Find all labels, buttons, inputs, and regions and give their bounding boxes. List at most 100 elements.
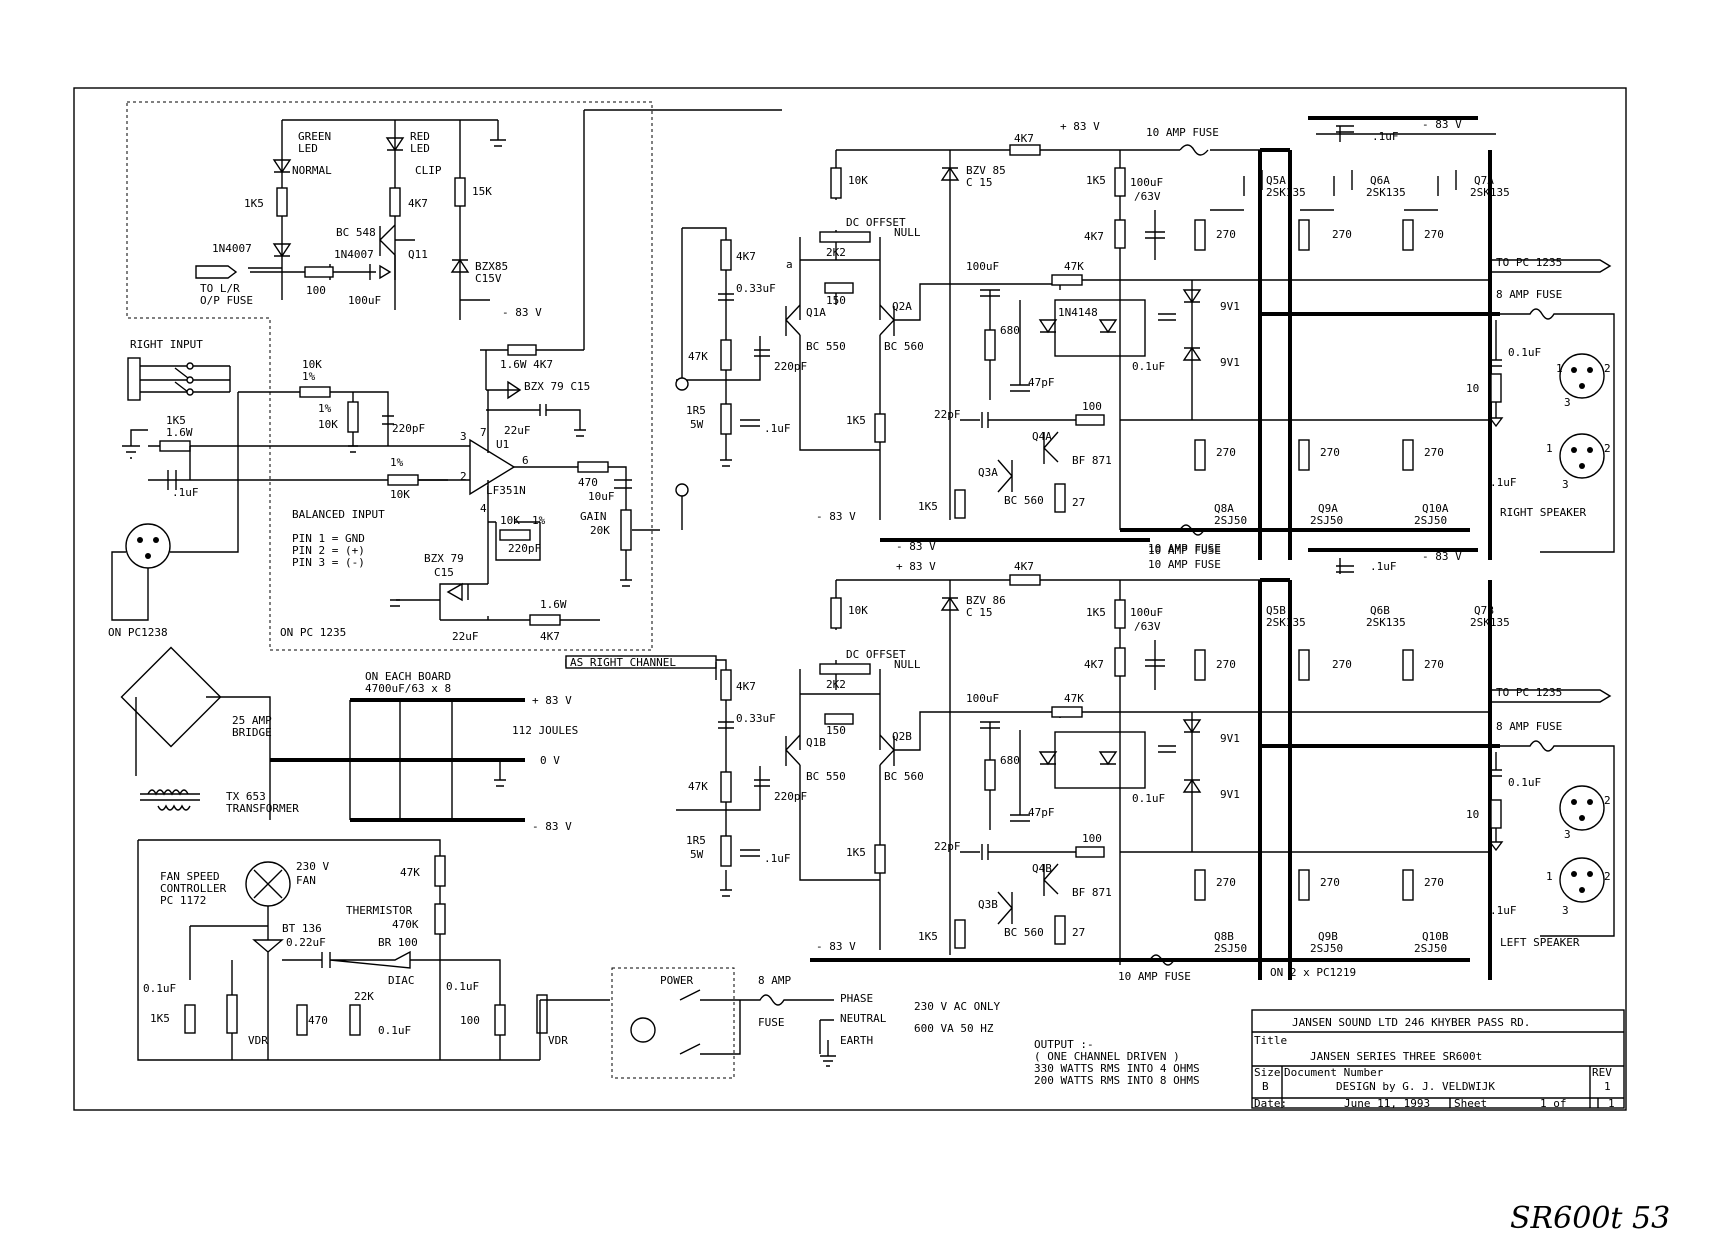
r-100-drv-a: 100	[1082, 400, 1102, 413]
normal-label: NORMAL	[292, 164, 332, 177]
r-1pct-in-b: 1%	[318, 402, 332, 415]
q1-type-b: BC 550	[806, 770, 846, 783]
c-22uf-bot: 22uF	[452, 630, 479, 643]
q3-type-b: BC 560	[1004, 926, 1044, 939]
fan-r-100: 100	[460, 1014, 480, 1027]
r-15k: 15K	[472, 185, 492, 198]
fan-c-01uf-b: 0.1uF	[378, 1024, 411, 1037]
fan-r-470: 470	[308, 1014, 328, 1027]
amp-channel-left: - 83 V 10 AMP FUSE + 83 V 10 AMP FUSE - …	[565, 538, 1615, 983]
q5-type-b: 2SK135	[1266, 616, 1306, 629]
c-01uf-drv-b: 0.1uF	[1132, 792, 1165, 805]
q9-a: Q9A	[1318, 502, 1338, 515]
psu-rail-pos: + 83 V	[532, 694, 572, 707]
fan-r-47k: 47K	[400, 866, 420, 879]
bzv-a: BZV 85	[966, 164, 1006, 177]
amp-channel-right: 4K7 + 83 V 10 AMP FUSE - 83 V .1uF 10K B…	[675, 116, 1615, 560]
to-pc-b: TO PC 1235	[1496, 686, 1562, 699]
r-270-q5-b: 270	[1216, 658, 1236, 671]
q10-type-a: 2SJ50	[1414, 514, 1447, 527]
q4-a: Q4A	[1032, 430, 1052, 443]
mains-section: POWER 8 AMP FUSE PHASE NEUTRAL EARTH 230…	[611, 967, 1000, 1079]
diode-1n4148-a: 1N4148	[1058, 306, 1098, 319]
pin1-label: PIN 1 = GND	[292, 532, 365, 545]
input-section: RIGHT INPUT ON PC1238 ON PC 1235 1K5 1.6…	[108, 109, 782, 643]
fuse-b-top: 10 AMP FUSE	[1148, 544, 1221, 557]
as-right-channel: AS RIGHT CHANNEL	[570, 656, 676, 669]
c15v-label: C15V	[475, 272, 502, 285]
r-47k-in-b: 47K	[688, 780, 708, 793]
power-supply: 25 AMP BRIDGE TX 653 TRANSFORMER ON EACH…	[120, 646, 578, 833]
to-pc-a: TO PC 1235	[1496, 256, 1562, 269]
on-boards-label: ON 2 x PC1219	[1270, 966, 1356, 979]
r-1-6w-in: 1.6W	[166, 426, 193, 439]
r-27-b: 27	[1072, 926, 1085, 939]
c-22uf-top: 22uF	[504, 424, 531, 437]
q9-b: Q9B	[1318, 930, 1338, 943]
diode-1n4007-q11-label: 1N4007	[334, 248, 374, 261]
fan-title-2: CONTROLLER	[160, 882, 227, 895]
date-value: June 11, 1993	[1344, 1097, 1430, 1110]
rev-label: REV	[1592, 1066, 1612, 1079]
docnum-label: Document Number	[1284, 1066, 1384, 1079]
c-100uf-b: 100uF	[1130, 606, 1163, 619]
handwritten-note: SR600t 53	[1510, 1201, 1670, 1233]
c-033uf-a: 0.33uF	[736, 282, 776, 295]
q8-a: Q8A	[1214, 502, 1234, 515]
c-01uf-in: .1uF	[172, 486, 199, 499]
pin-3: 3	[460, 430, 467, 443]
docnum-value: DESIGN by G. J. VELDWIJK	[1336, 1080, 1495, 1093]
r-1r5-a: 1R5	[686, 404, 706, 417]
q9-type-a: 2SJ50	[1310, 514, 1343, 527]
r-270-q6-b: 270	[1332, 658, 1352, 671]
c-01uf-out-b: 0.1uF	[1508, 776, 1541, 789]
r-10-out-b: 10	[1466, 808, 1479, 821]
r-10-out-a: 10	[1466, 382, 1479, 395]
zener-bzx79-bot: BZX 79	[424, 552, 464, 565]
earth-label: EARTH	[840, 1034, 873, 1047]
r-270-q9-a: 270	[1320, 446, 1340, 459]
rail-neg-b-right: - 83 V	[1422, 550, 1462, 563]
q11-label: Q11	[408, 248, 428, 261]
c-01uf-zobel-b: .1uF	[1490, 904, 1517, 917]
zener-bzx79-label: BZX 79 C15	[524, 380, 590, 393]
r-1k5-b: 1K5	[1086, 606, 1106, 619]
r-2k2-a: 2K2	[826, 246, 846, 259]
xlr-a1-pin1: 1	[1556, 362, 1563, 375]
speaker-a: RIGHT SPEAKER	[1500, 506, 1586, 519]
right-input-label: RIGHT INPUT	[130, 338, 203, 351]
r-1pct-in-a: 1%	[302, 370, 316, 383]
c-01uf-in-b: .1uF	[764, 852, 791, 865]
c-22pf-a: 22pF	[934, 408, 961, 421]
fan-controller: 230 V FAN FAN SPEED CONTROLLER PC 1172 4…	[137, 839, 610, 1061]
r-10k-b: 10K	[848, 604, 868, 617]
neutral-label: NEUTRAL	[840, 1012, 887, 1025]
fuse-a-bottom: 10 AMP FUSE	[1148, 542, 1221, 555]
mains-fuse-label: FUSE	[758, 1016, 785, 1029]
r-1k5-in: 1K5	[166, 414, 186, 427]
xlr-b2-pin1: 1	[1546, 870, 1553, 883]
r-4k7-b: 4K7	[1084, 658, 1104, 671]
ac-only-label: 230 V AC ONLY	[914, 1000, 1000, 1013]
node-a-label: a	[786, 258, 793, 271]
r-1k5-led: 1K5	[244, 197, 264, 210]
q4-type-b: BF 871	[1072, 886, 1112, 899]
c-220pf-b: 220pF	[774, 790, 807, 803]
sheet-label: Sheet	[1454, 1097, 1487, 1110]
dc-offset-b: DC OFFSET	[846, 648, 906, 661]
c-033uf-b: 0.33uF	[736, 712, 776, 725]
q1-a: Q1A	[806, 306, 826, 319]
gain-value: 20K	[590, 524, 610, 537]
r-1-6w-4k7: 1.6W 4K7	[500, 358, 553, 371]
r-100-drv-b: 100	[1082, 832, 1102, 845]
fan-label: FAN	[296, 874, 316, 887]
q5-type-a: 2SK135	[1266, 186, 1306, 199]
r-4k7-in-a: 4K7	[736, 250, 756, 263]
r-1k5-drv-a: 1K5	[846, 414, 866, 427]
fan-c-022uf: 0.22uF	[286, 936, 326, 949]
clip-label: CLIP	[415, 164, 442, 177]
pin-7: 7	[480, 426, 487, 439]
c-47pf-a: 47pF	[1028, 376, 1055, 389]
r-1k5-drv-b: 1K5	[846, 846, 866, 859]
r-4k7-rail-b: 4K7	[1014, 560, 1034, 573]
